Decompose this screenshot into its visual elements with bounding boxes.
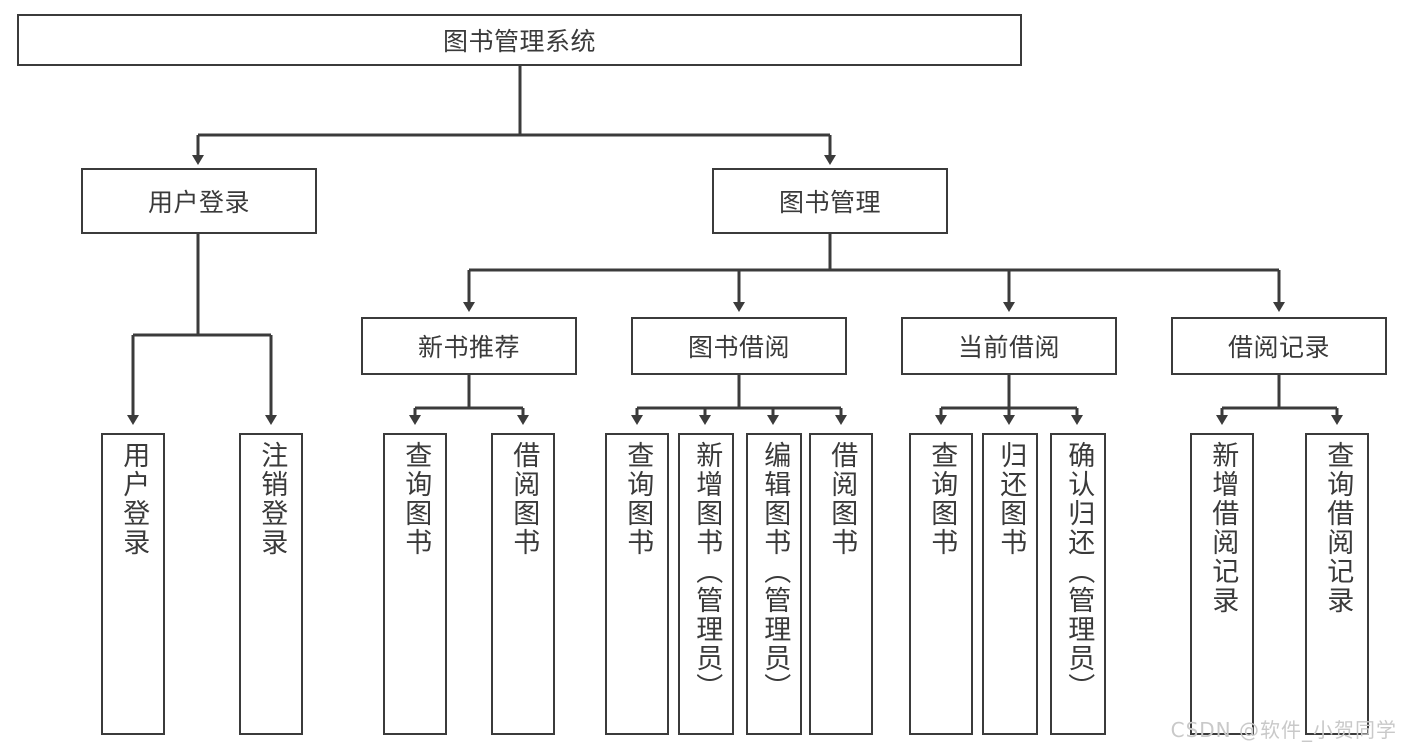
node-leaf-edit-book-admin[interactable]: 编辑图书（管理员）	[746, 433, 802, 735]
node-leaf-add-borrow-record[interactable]: 新增借阅记录	[1190, 433, 1254, 735]
node-label: 用户登录	[147, 188, 250, 217]
node-label: 借阅图书	[826, 441, 858, 557]
node-book-management[interactable]: 图书管理	[712, 168, 948, 234]
node-leaf-add-book-admin[interactable]: 新增图书（管理员）	[678, 433, 734, 735]
node-borrow-record[interactable]: 借阅记录	[1171, 317, 1387, 375]
node-label: 查询图书	[926, 441, 958, 557]
node-leaf-confirm-return-admin[interactable]: 确认归还（管理员）	[1050, 433, 1106, 735]
node-leaf-user-login[interactable]: 用户登录	[101, 433, 165, 735]
node-new-book-recommend[interactable]: 新书推荐	[361, 317, 577, 375]
node-label: 新增借阅记录	[1207, 441, 1239, 615]
node-leaf-logout-login[interactable]: 注销登录	[239, 433, 303, 735]
node-leaf-query-book-current[interactable]: 查询图书	[909, 433, 973, 735]
node-label: 归还图书	[995, 441, 1027, 557]
node-leaf-query-borrow-record[interactable]: 查询借阅记录	[1305, 433, 1369, 735]
node-label: 图书管理系统	[442, 27, 596, 56]
watermark-text: CSDN @软件_小贺同学	[1170, 718, 1397, 742]
node-label: 查询借阅记录	[1322, 441, 1354, 615]
node-label: 用户登录	[118, 441, 150, 557]
node-book-borrow[interactable]: 图书借阅	[631, 317, 847, 375]
node-label: 借阅图书	[508, 441, 540, 557]
node-label: 注销登录	[256, 441, 288, 557]
node-leaf-return-book[interactable]: 归还图书	[982, 433, 1038, 735]
node-leaf-query-book-recommend[interactable]: 查询图书	[383, 433, 447, 735]
node-leaf-query-book-borrow[interactable]: 查询图书	[605, 433, 669, 735]
node-label: 新增图书（管理员）	[691, 441, 723, 702]
node-leaf-borrow-book-borrow[interactable]: 借阅图书	[809, 433, 873, 735]
node-root-book-management-system[interactable]: 图书管理系统	[17, 14, 1022, 66]
node-label: 查询图书	[400, 441, 432, 557]
node-label: 图书管理	[778, 188, 881, 217]
node-label: 新书推荐	[417, 333, 520, 362]
node-leaf-borrow-book-recommend[interactable]: 借阅图书	[491, 433, 555, 735]
node-user-login[interactable]: 用户登录	[81, 168, 317, 234]
node-current-borrow[interactable]: 当前借阅	[901, 317, 1117, 375]
node-label: 编辑图书（管理员）	[759, 441, 791, 702]
node-label: 查询图书	[622, 441, 654, 557]
node-label: 当前借阅	[957, 333, 1060, 362]
node-label: 图书借阅	[687, 333, 790, 362]
node-label: 确认归还（管理员）	[1063, 441, 1095, 702]
node-label: 借阅记录	[1227, 333, 1330, 362]
